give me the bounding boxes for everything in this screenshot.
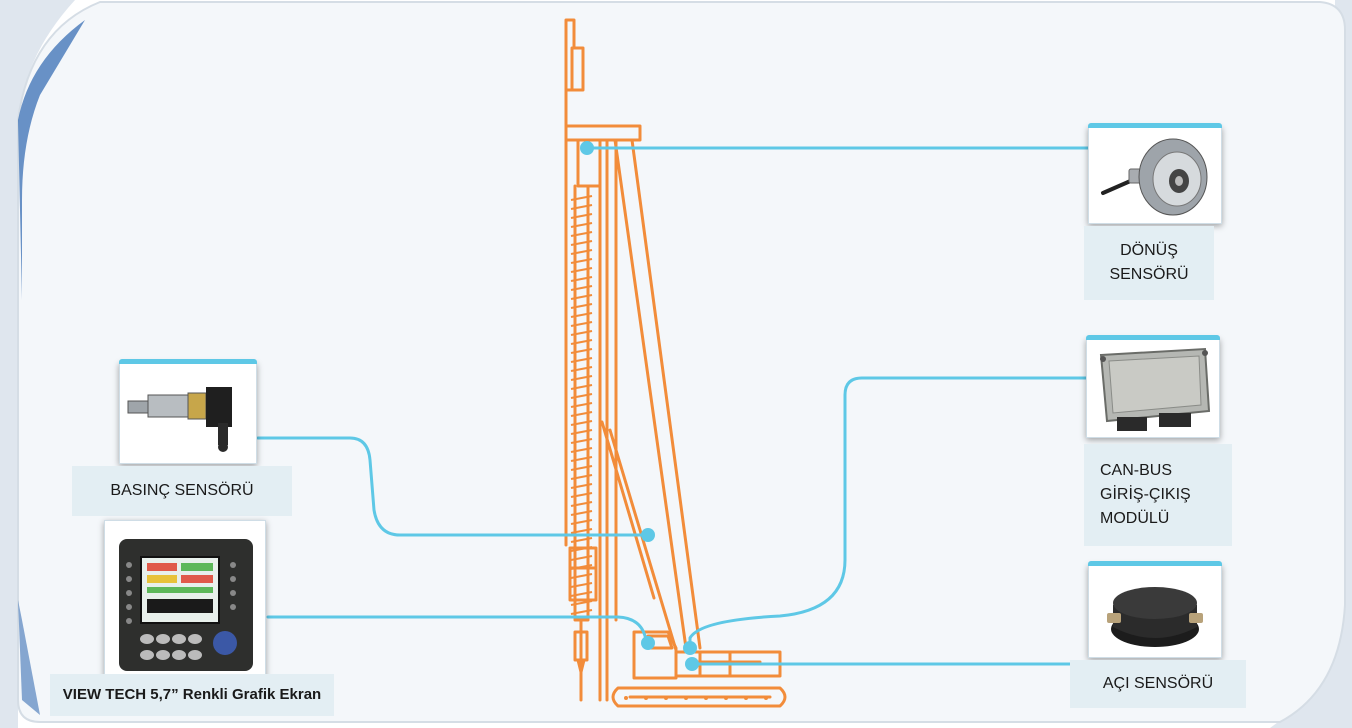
auger-flight [570, 600, 593, 606]
auger-flight [570, 429, 593, 435]
auger-flight [570, 375, 593, 381]
auger-flight [570, 573, 593, 579]
auger-flight [570, 483, 593, 489]
auger-flight [570, 249, 593, 255]
canbus-module-label: CAN-BUS GİRİŞ-ÇIKIŞ MODÜLÜ [1084, 444, 1232, 546]
pressure-sensor-label: BASINÇ SENSÖRÜ [72, 466, 292, 516]
auger-flight [570, 240, 593, 246]
connector-display [266, 615, 648, 642]
auger-flight [570, 465, 593, 471]
auger-flight [570, 510, 593, 516]
display-unit-photo [104, 520, 266, 688]
connector-pressure-sensor [256, 436, 650, 537]
auger-flight [570, 204, 593, 210]
auger-flight [570, 591, 593, 597]
auger-flight [570, 447, 593, 453]
auger-flight [570, 582, 593, 588]
display-label-text: VIEW TECH 5,7” Renkli Grafik Ekran [62, 686, 322, 703]
display-label: VIEW TECH 5,7” Renkli Grafik Ekran [50, 674, 334, 716]
node-canbus-module [683, 641, 697, 655]
rotation-sensor-label: DÖNÜŞ SENSÖRÜ [1084, 226, 1214, 300]
node-pressure-sensor [641, 528, 655, 542]
auger-flight [570, 492, 593, 498]
auger-flight [570, 528, 593, 534]
auger-flight [570, 195, 593, 201]
pressure-sensor-label-text: BASINÇ SENSÖRÜ [110, 482, 254, 499]
auger-flight [570, 609, 593, 615]
auger-flight [570, 555, 593, 561]
auger-flight [570, 564, 593, 570]
auger-flight [570, 294, 593, 300]
auger-flight [570, 213, 593, 219]
auger-flight [570, 393, 593, 399]
auger-flight [570, 312, 593, 318]
canbus-module-label-line-1: CAN-BUS [1100, 462, 1173, 479]
auger-flight [570, 501, 593, 507]
rotation-sensor-label-line-1: DÖNÜŞ [1120, 242, 1178, 259]
auger-flight [570, 438, 593, 444]
auger-flight [570, 276, 593, 282]
auger-flight [570, 258, 593, 264]
auger-flight [570, 474, 593, 480]
node-angle-sensor [685, 657, 699, 671]
pressure-transducer-photo [119, 359, 257, 464]
auger-flight [570, 231, 593, 237]
rotation-sensor-label-line-2: SENSÖRÜ [1109, 266, 1189, 283]
auger-flight [570, 366, 593, 372]
angle-sensor-label: AÇI SENSÖRÜ [1070, 660, 1246, 708]
auger-flight [570, 357, 593, 363]
auger-flight [570, 222, 593, 228]
auger-flight [570, 537, 593, 543]
auger-flight [570, 339, 593, 345]
inclinometer-photo [1088, 561, 1222, 658]
auger-flight [570, 546, 593, 552]
io-module-photo [1086, 335, 1220, 438]
canbus-module-label-line-2: GİRİŞ-ÇIKIŞ [1100, 486, 1191, 503]
auger-flight [570, 420, 593, 426]
auger-flight [570, 411, 593, 417]
node-rotation-sensor [580, 141, 594, 155]
node-display [641, 636, 655, 650]
rotary-encoder-photo [1088, 123, 1222, 224]
auger-flight [570, 402, 593, 408]
connector-canbus-module [688, 376, 1092, 650]
auger-flight [570, 330, 593, 336]
auger-flight [570, 285, 593, 291]
auger-flight [570, 348, 593, 354]
canbus-module-label-line-3: MODÜLÜ [1100, 510, 1170, 527]
auger-flight [570, 321, 593, 327]
auger-flight [570, 456, 593, 462]
auger-flight [570, 519, 593, 525]
auger-flight [570, 384, 593, 390]
auger-flight [570, 303, 593, 309]
angle-sensor-label-text: AÇI SENSÖRÜ [1102, 675, 1214, 692]
auger-flight [570, 267, 593, 273]
